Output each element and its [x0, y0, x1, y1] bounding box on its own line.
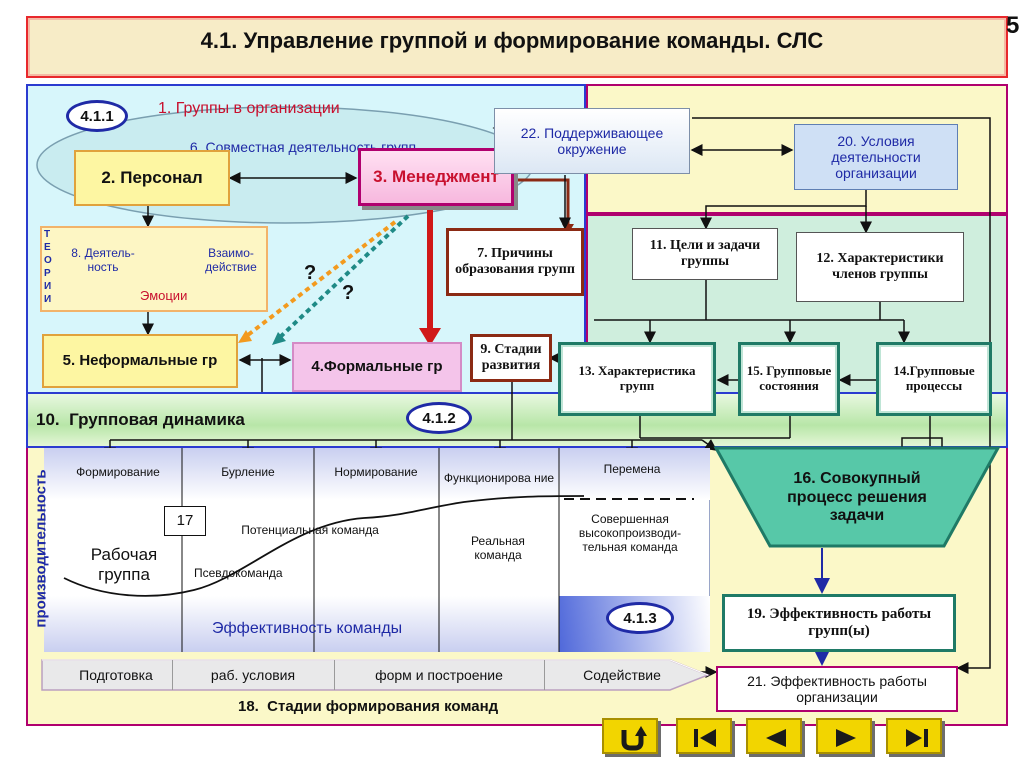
node-3-management: 3. Менеджмент [358, 148, 514, 206]
chart-xlabel: Эффективность команды [212, 620, 403, 637]
next-slide-button[interactable] [816, 718, 872, 754]
theories-box [40, 226, 268, 312]
stage-conditions: раб. условия [210, 666, 296, 683]
theories-letter: Т [44, 229, 51, 240]
node-2-personnel: 2. Персонал [74, 150, 230, 206]
phase-norming: Нормирование [334, 465, 418, 480]
previous-icon [766, 729, 786, 747]
node-7-reasons: 7. Причины образования групп [446, 228, 584, 296]
chart-header-band [44, 448, 710, 500]
badge-4-1-1: 4.1.1 [66, 100, 128, 132]
badge-4-1-3: 4.1.3 [606, 602, 674, 634]
question-mark-1: ? [304, 262, 317, 284]
last-icon [906, 729, 928, 747]
theories-letter: И [44, 294, 52, 305]
node-22-support-env: 22. Поддерживающее окружение [494, 108, 690, 174]
emotions-label: Эмоции [140, 288, 188, 303]
return-icon [621, 726, 647, 751]
node-4-formal-groups: 4.Формальные гр [292, 342, 462, 392]
label-real-team: Реальная команда [471, 534, 525, 562]
node-9-stages: 9. Стадии развития [470, 334, 552, 382]
page-number: 5 [1006, 12, 1020, 39]
node-19-group-efficiency: 19. Эффективность работы групп(ы) [722, 594, 956, 652]
node-21-org-efficiency: 21. Эффективность работы организации [716, 666, 958, 712]
next-icon [836, 729, 856, 747]
node-8-activity: 8. Деятель-ность [71, 246, 135, 274]
node-15-group-states: 15. Групповые состояния [738, 342, 840, 416]
phase-adjourning: Перемена [603, 462, 661, 477]
first-icon [694, 729, 716, 747]
node-18-team-stages: 18. Стадии формирования команд [238, 698, 499, 715]
theories-vertical-label: Т Е О Р И И [44, 228, 56, 306]
stage-divider [172, 660, 173, 690]
first-slide-button[interactable] [676, 718, 732, 754]
node-16-task-solving: 16. Совокупный процесс решения задачи [787, 470, 927, 525]
return-button[interactable] [602, 718, 658, 754]
node-16-funnel-shape [713, 446, 1001, 548]
stage-divider [544, 660, 545, 690]
stage-divider [334, 660, 335, 690]
page-title: 4.1. Управление группой и формирование к… [200, 28, 824, 53]
last-slide-button[interactable] [886, 718, 942, 754]
stage-building: форм и построение [375, 666, 503, 683]
node-12-member-characteristics: 12. Характеристики членов группы [796, 232, 964, 302]
theories-letter: Е [44, 242, 51, 253]
chart-ylabel: производительность [32, 469, 50, 628]
node-11-goals: 11. Цели и задачи группы [632, 228, 778, 280]
node-8-interaction: Взаимо-действие [205, 246, 257, 274]
label-pseudo-team: Псевдокоманда [194, 566, 283, 580]
theories-letter: И [44, 281, 52, 292]
stage-support: Содействие [583, 666, 661, 683]
label-potential-team: Потенциальная команда [241, 523, 379, 538]
theories-letter: О [44, 255, 52, 266]
team-chart [44, 448, 710, 652]
label-working-group: Рабочая группа [90, 545, 158, 584]
group-dynamics-label: 10. Групповая динамика [36, 410, 245, 429]
node-17: 17 [164, 506, 206, 536]
label-high-performing-team: Совершенная высокопроизводи-тельная кома… [578, 512, 682, 554]
stages-strip-shape [41, 659, 711, 691]
stage-preparation: Подготовка [79, 666, 153, 683]
phase-performing: Функционирова ние [443, 471, 555, 486]
title-bar [26, 16, 1008, 78]
performance-curve [63, 495, 585, 597]
node-14-group-processes: 14.Групповые процессы [876, 342, 992, 416]
previous-slide-button[interactable] [746, 718, 802, 754]
node-13-group-characteristics: 13. Характеристика групп [558, 342, 716, 416]
node-20-conditions: 20. Условия деятельности организации [794, 124, 958, 190]
node-1-groups-in-org: 1. Группы в организации [158, 100, 340, 117]
theories-letter: Р [44, 268, 51, 279]
question-mark-2: ? [342, 282, 355, 304]
badge-4-1-2: 4.1.2 [406, 402, 472, 434]
node-5-informal-groups: 5. Неформальные гр [42, 334, 238, 388]
phase-forming: Формирование [76, 465, 160, 480]
phase-storming: Бурление [221, 465, 275, 480]
